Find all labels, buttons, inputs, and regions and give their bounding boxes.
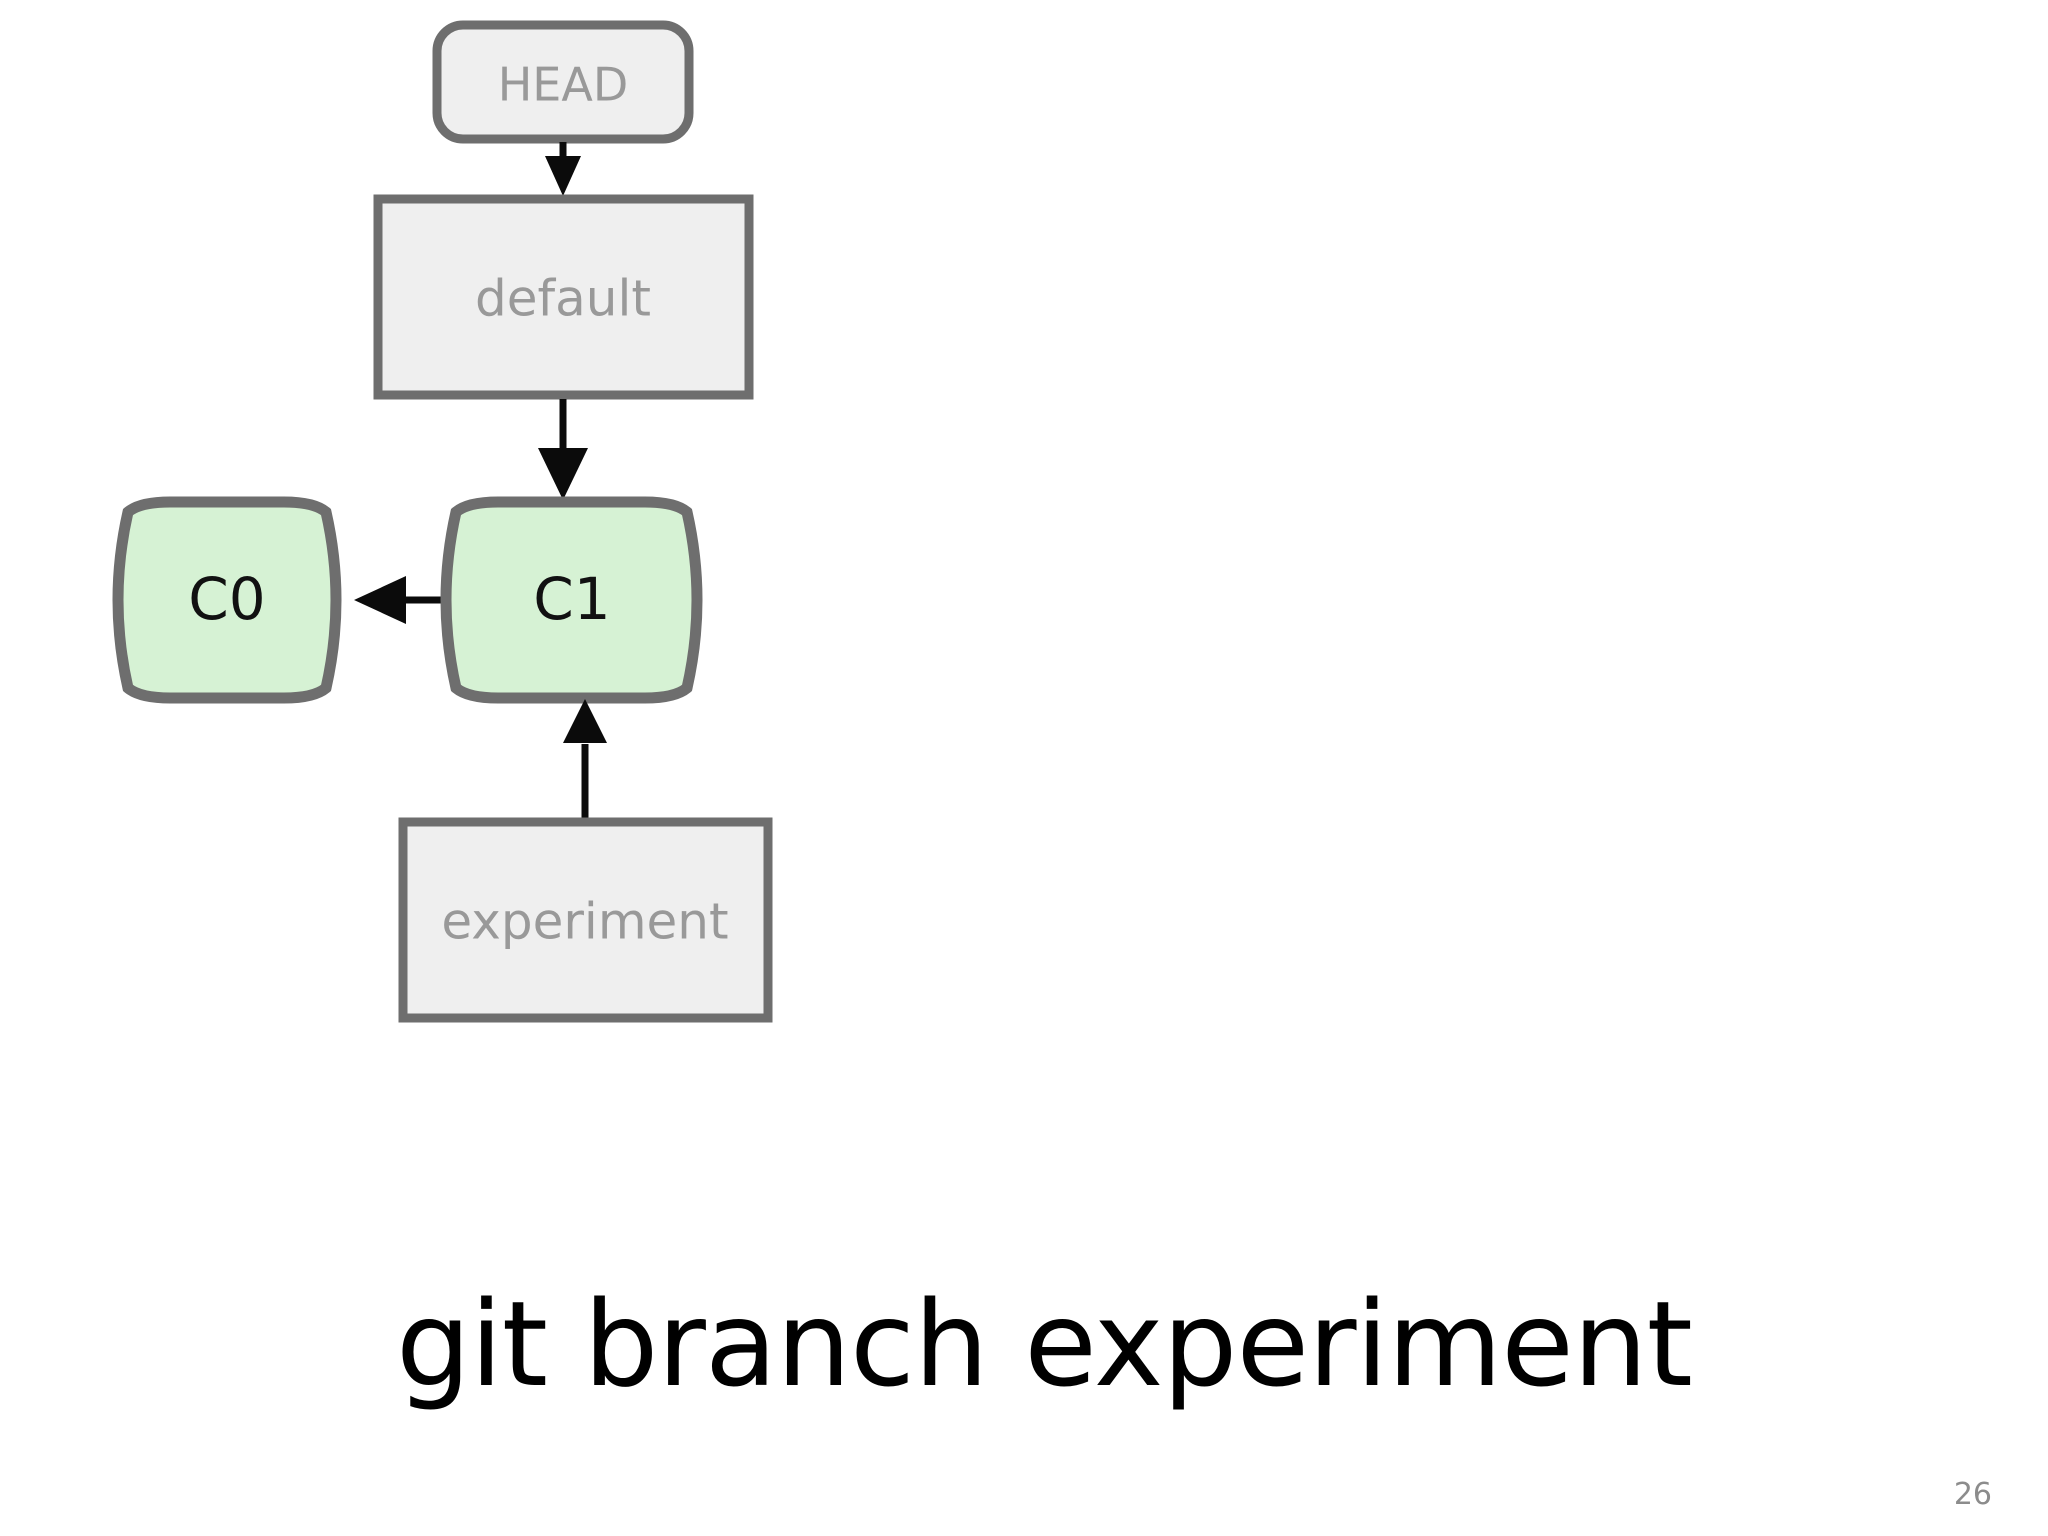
commit-c1-label: C1 xyxy=(533,565,610,633)
commit-c0-label: C0 xyxy=(188,565,265,633)
slide-caption: git branch experiment xyxy=(396,1275,1693,1413)
default-box-shape xyxy=(373,194,754,400)
head-box-shape xyxy=(432,20,694,144)
experiment-branch-node[interactable]: experiment xyxy=(398,817,773,1023)
commit-node-c1[interactable]: C1 xyxy=(440,496,703,704)
commit-c0-shape xyxy=(112,496,342,704)
edge-c1-to-c0 xyxy=(354,576,447,624)
edge-default-to-c1 xyxy=(538,399,588,500)
experiment-branch-label: experiment xyxy=(441,893,728,951)
edge-head-to-default xyxy=(545,142,581,196)
page-number: 26 xyxy=(1953,1477,1992,1512)
commit-node-c0[interactable]: C0 xyxy=(112,496,342,704)
edge-c1-to-c0-arrowhead xyxy=(354,576,406,624)
edge-experiment-to-c1-arrowhead xyxy=(563,699,607,743)
edge-head-to-default-arrowhead xyxy=(545,156,581,196)
head-label: HEAD xyxy=(498,58,629,112)
commit-c1-shape xyxy=(440,496,703,704)
head-pointer-node[interactable]: HEAD xyxy=(432,20,694,144)
edge-experiment-to-c1 xyxy=(563,699,607,820)
edge-default-to-c1-arrowhead xyxy=(538,448,588,500)
default-branch-node[interactable]: default xyxy=(373,194,754,400)
git-branch-diagram: HEAD default C0 C1 xyxy=(112,20,773,1023)
default-branch-label: default xyxy=(475,270,651,328)
experiment-box-shape xyxy=(398,817,773,1023)
